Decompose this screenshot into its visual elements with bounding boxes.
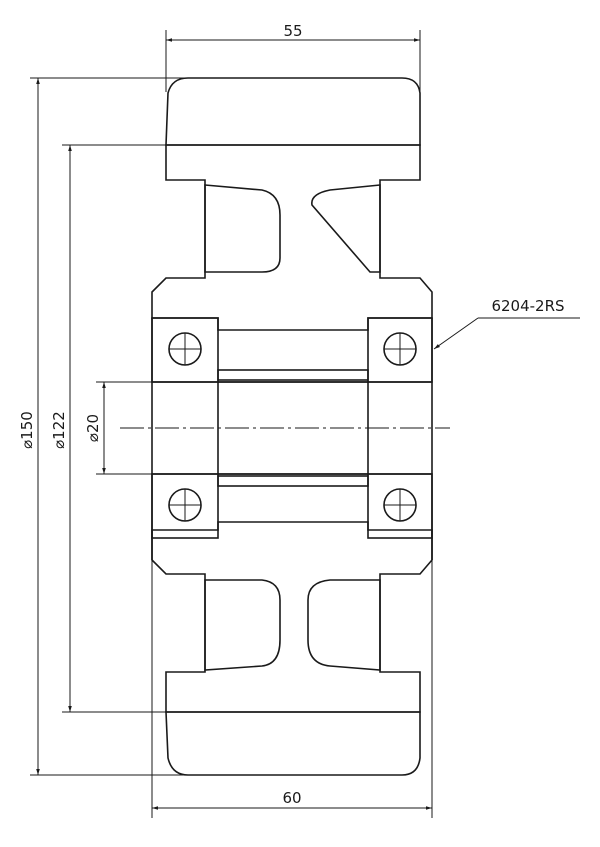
tread-top [165,77,421,146]
bearing-callout-label: 6204-2RS [491,297,564,315]
bearing-bottom-left [151,473,219,539]
bearing-top-right [367,317,433,383]
dim-diameter-150: ⌀150 [18,77,186,776]
dim-diameter-122: ⌀122 [50,144,166,713]
cavity-top-right [311,184,381,273]
wheel-body-top [151,144,433,331]
cavity-bottom-left [204,579,281,671]
dim-label-122: ⌀122 [50,411,68,449]
wheel-body-bottom [151,521,433,713]
bearing-bottom-right [367,473,433,539]
cavity-top-left [166,179,281,279]
dim-label-60: 60 [282,789,301,807]
bearing-callout: 6204-2RS [433,297,580,350]
cavity-bottom-right [307,579,381,671]
bearing-top-left [151,317,219,383]
dim-width-top: 55 [165,22,421,92]
dim-label-150: ⌀150 [18,411,36,449]
bore [151,318,433,560]
tread-bottom [165,711,421,776]
dim-label-55: 55 [283,22,302,40]
dim-label-20: ⌀20 [84,414,102,442]
spacer-sleeve-top [217,369,369,381]
dim-diameter-20: ⌀20 [84,381,218,475]
spacer-sleeve-bottom [217,475,369,487]
dim-width-bottom: 60 [151,560,433,818]
